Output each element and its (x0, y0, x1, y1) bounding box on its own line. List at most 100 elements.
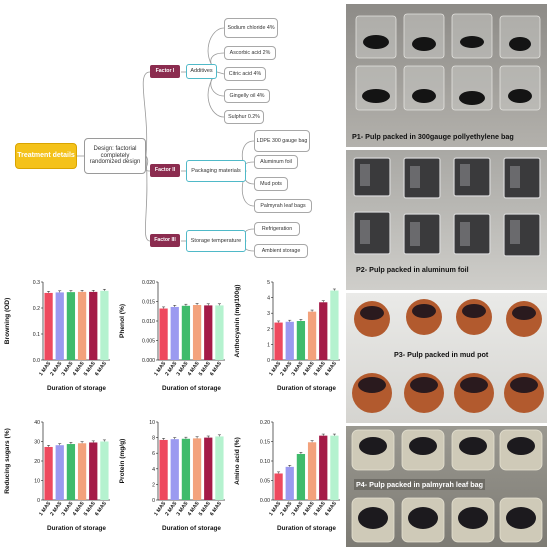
chart-xlabel: Duration of storage (277, 525, 336, 532)
chart-6: Amino acid (%)0.000.050.100.150.201 MAS2… (234, 420, 340, 532)
factor-3-category: Storage temperature (186, 230, 246, 252)
chart-xlabel: Duration of storage (162, 385, 221, 392)
factor-1-level-1: Sodium chloride 4% (224, 18, 278, 38)
chart-y-tick-label: 0.015 (142, 300, 155, 306)
chart-y-tick-label: 0.1 (33, 332, 40, 338)
chart-y-tick-label: 0.3 (33, 280, 40, 286)
photo-caption-p1: P1- Pulp packed in 300gauge pollyethylen… (352, 132, 514, 141)
chart-bar (330, 435, 339, 500)
chart-y-tick-label: 4 (152, 467, 155, 473)
chart-y-tick-label: 10 (149, 420, 155, 426)
chart-bar (100, 290, 109, 360)
chart-y-tick-label: 0.0 (33, 358, 40, 364)
chart-bar (204, 305, 213, 360)
factor-1-level-4: Gingelly oil 4% (224, 89, 270, 103)
design-node: Design: factorial completely randomized … (84, 138, 146, 174)
chart-ylabel: Browning (OD) (4, 298, 11, 345)
chart-bar (215, 305, 224, 360)
factor-2-level-3: Mud pots (254, 177, 288, 191)
chart-bar (170, 439, 179, 500)
factor-1-category: Additives (186, 64, 217, 79)
chart-bar (204, 437, 213, 500)
chart-xlabel: Duration of storage (47, 525, 106, 532)
chart-bar (181, 305, 191, 360)
chart-y-tick-label: 30 (34, 440, 40, 446)
factor-2-level-4: Palmyrah leaf bags (254, 199, 312, 213)
chart-y-tick-label: 10 (34, 479, 40, 485)
chart-bar (181, 438, 191, 500)
factor-1-level-3: Citric acid 4% (224, 67, 266, 81)
mud-pots-image (352, 299, 544, 413)
chart-xlabel: Duration of storage (277, 385, 336, 392)
factor-2-level-2: Aluminum foil (254, 155, 298, 169)
chart-bar (89, 442, 98, 500)
chart-x-tick-label: 6 MAS (94, 500, 108, 517)
factor-3-node: Factor III (150, 234, 180, 247)
chart-bar (44, 292, 53, 360)
chart-bar (44, 446, 53, 500)
factor-1-level-5: Sulphur 0.2% (224, 110, 264, 124)
photo-p2-aluminum-foil: P2- Pulp packed in aluminum foil (346, 150, 547, 290)
chart-y-tick-label: 0.2 (33, 306, 40, 312)
chart-bar (330, 290, 339, 360)
chart-bar (296, 321, 306, 360)
factor-1-node: Factor I (150, 65, 180, 78)
chart-bar (89, 291, 98, 360)
chart-y-tick-label: 6 (152, 451, 155, 457)
chart-bar (274, 473, 283, 500)
chart-x-tick-label: 6 MAS (209, 500, 223, 517)
photo-caption-p2: P2- Pulp packed in aluminum foil (356, 265, 469, 274)
chart-bar (319, 302, 328, 360)
chart-y-tick-label: 0.020 (142, 280, 155, 286)
chart-bar (77, 291, 87, 360)
root-node: Treatment details (15, 143, 77, 169)
chart-bar (319, 435, 328, 500)
palmyrah-leaf-bags-image (351, 429, 543, 543)
factor-2-level-1: LDPE 300 gauge bag (254, 130, 310, 152)
chart-y-tick-label: 0.005 (142, 339, 155, 345)
chart-bar (55, 445, 64, 500)
chart-y-tick-label: 40 (34, 420, 40, 426)
chart-y-tick-label: 0.000 (142, 358, 155, 364)
photo-caption-p4: P4- Pulp packed in palmyrah leaf bag (354, 479, 486, 490)
chart-y-tick-label: 20 (34, 459, 40, 465)
chart-x-tick-label: 6 MAS (324, 360, 338, 377)
chart-x-tick-label: 6 MAS (324, 500, 338, 517)
chart-y-tick-label: 2 (267, 327, 270, 333)
photo-p4-palmyrah-leaf-bags: P4- Pulp packed in palmyrah leaf bag (346, 426, 547, 547)
chart-bar (77, 443, 87, 500)
chart-y-tick-label: 4 (267, 296, 270, 302)
factor-1-level-2: Ascorbic acid 2% (224, 46, 276, 60)
chart-x-tick-label: 6 MAS (94, 360, 108, 377)
chart-ylabel: Anthocyanin (mg/100g) (234, 285, 241, 358)
chart-y-tick-label: 0 (37, 498, 40, 504)
chart-y-tick-label: 2 (152, 482, 155, 488)
chart-ylabel: Protein (mg/g) (119, 439, 126, 484)
chart-bar (285, 321, 294, 360)
chart-xlabel: Duration of storage (47, 385, 106, 392)
chart-bar (192, 305, 202, 360)
polyethylene-bags-image (355, 13, 541, 111)
chart-bar (307, 311, 317, 360)
chart-y-tick-label: 0.010 (142, 319, 155, 325)
chart-bar (159, 308, 168, 360)
chart-y-tick-label: 0 (267, 358, 270, 364)
chart-bar (159, 439, 168, 500)
aluminum-foil-image (353, 157, 541, 257)
chart-bar (285, 466, 294, 500)
chart-y-tick-label: 1 (267, 342, 270, 348)
chart-bar (215, 436, 224, 500)
mindmap: Treatment details Design: factorial comp… (0, 0, 345, 265)
photo-p3-mud-pots: P3- Pulp packed in mud pot (346, 293, 547, 423)
chart-bar (100, 441, 109, 500)
factor-3-level-2: Ambient storage (254, 244, 308, 258)
chart-y-tick-label: 0.05 (260, 479, 270, 485)
factor-2-node: Factor II (150, 164, 180, 177)
chart-bar (55, 292, 64, 360)
chart-y-tick-label: 5 (267, 280, 270, 286)
